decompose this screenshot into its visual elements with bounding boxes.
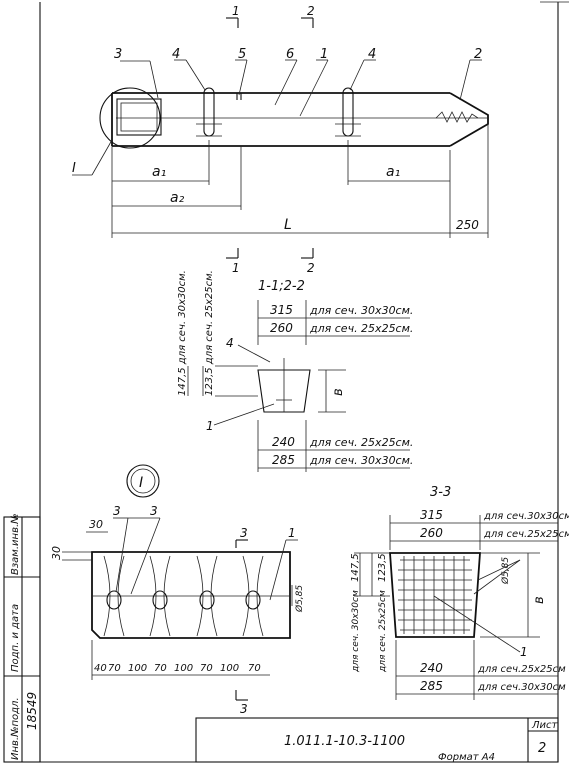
callout-2: 2 <box>474 47 482 62</box>
dim-260: 260 <box>420 526 443 540</box>
section-3-mark-bottom: 3 <box>240 702 248 716</box>
section-3-mark-top: 3 <box>240 526 248 540</box>
dim-285: 285 <box>272 453 295 467</box>
plan-labels: a₁ a₁ a₂ L 250 3 4 5 6 1 4 2 I 1 2 1 2 <box>72 4 482 275</box>
dim-240-note: для сеч.25х25см <box>477 664 566 675</box>
vert-note-25: для сеч. 25х25см <box>378 590 388 673</box>
sheet-frame <box>39 1 569 763</box>
section-3-3 <box>354 515 558 700</box>
dim-285-note: для сеч. 30х30см. <box>309 454 413 467</box>
format-label: Формат А4 <box>438 752 495 763</box>
detail-I-title: I <box>139 475 143 491</box>
stamp-label-signature: Подп. и дата <box>10 604 21 672</box>
vert-147: 147,5 <box>350 553 361 582</box>
stamp-label-inventory: Инв.№подл. <box>10 697 21 760</box>
section-mark-2-bottom: 2 <box>307 261 315 275</box>
detail-I-labels: I 30 30 3 3 1 Ø5,85 40 70 100 70 100 70 … <box>50 475 305 716</box>
callout-1: 1 <box>520 645 528 659</box>
callout-4b: 4 <box>368 47 376 62</box>
section-mark-2-top: 2 <box>307 4 315 18</box>
pile-plan-view <box>72 17 489 259</box>
vert-123: 123,5 для сеч. 25х25см. <box>204 270 215 396</box>
drawing-designation: 1.011.1-10.3-1100 <box>284 734 405 749</box>
section-mark-1-top: 1 <box>232 4 240 18</box>
sheet-label: Лист <box>531 720 559 731</box>
callout-1: 1 <box>288 526 296 540</box>
dim-260-note: для сеч.25х25см <box>483 529 569 540</box>
spacing-4: 100 <box>174 663 193 674</box>
section-1-2-title: 1-1;2-2 <box>258 279 305 294</box>
dim-315: 315 <box>420 508 443 522</box>
dim-240: 240 <box>272 435 295 449</box>
height-label: в <box>331 388 346 396</box>
spacing-0: 40 <box>94 663 107 674</box>
dim-285: 285 <box>420 679 443 693</box>
callout-1: 1 <box>206 419 214 433</box>
dim-260-note: для сеч. 25х25см. <box>309 322 413 335</box>
dim-240: 240 <box>420 661 443 675</box>
height-label: в <box>532 596 547 604</box>
callout-3a: 3 <box>113 504 121 518</box>
spacing-3: 70 <box>154 663 167 674</box>
dim-length: L <box>284 217 292 233</box>
callout-6: 6 <box>286 47 294 62</box>
spacing-2: 100 <box>128 663 147 674</box>
spacing-5: 70 <box>200 663 213 674</box>
sheet-number: 2 <box>538 741 546 756</box>
dim-a1-left: a₁ <box>152 164 166 180</box>
vert-123: 123,5 <box>377 553 388 582</box>
stamp-label-replaced: Взам.инв.№ <box>10 513 21 575</box>
section-3-3-title: 3-3 <box>430 485 451 500</box>
dim-a2: a₂ <box>170 190 185 206</box>
callout-4: 4 <box>226 336 234 350</box>
spacing-6: 100 <box>220 663 239 674</box>
dim-30-v: 30 <box>50 546 63 560</box>
dim-tip-length: 250 <box>456 218 479 232</box>
dim-a1-right: a₁ <box>386 164 400 180</box>
vert-note-30: для сеч. 30х30см <box>351 590 361 673</box>
callout-detail-I: I <box>72 161 76 176</box>
callout-3: 3 <box>114 47 122 62</box>
vert-147: 147,5 для сеч. 30х30см. <box>177 270 188 396</box>
dim-315: 315 <box>270 303 293 317</box>
dim-260: 260 <box>270 321 293 335</box>
dim-585: Ø5,85 <box>294 585 305 613</box>
section-3-3-labels: 3-3 315 для сеч.30х30см 260 для сеч.25х2… <box>350 485 569 693</box>
inventory-number: 18549 <box>25 692 39 730</box>
dim-285-note: для сеч.30х30см <box>477 682 566 693</box>
section-1-2-labels: 1-1;2-2 315 для сеч. 30х30см. 260 для се… <box>177 270 413 467</box>
callout-1: 1 <box>320 47 328 62</box>
dim-315-note: для сеч. 30х30см. <box>309 304 413 317</box>
dim-315-note: для сеч.30х30см <box>483 511 569 522</box>
section-1-2 <box>187 300 410 472</box>
spacing-1: 70 <box>108 663 121 674</box>
callout-5: 5 <box>238 47 246 62</box>
callout-3b: 3 <box>150 504 158 518</box>
spacing-7: 70 <box>248 663 261 674</box>
side-stamp: Взам.инв.№ Подп. и дата Инв.№подл. 18549 <box>3 513 41 763</box>
callout-4a: 4 <box>172 47 180 62</box>
detail-I <box>62 464 298 701</box>
dim-240-note: для сеч. 25х25см. <box>309 436 413 449</box>
title-block: 1.011.1-10.3-1100 Лист 2 <box>195 717 559 763</box>
section-mark-1-bottom: 1 <box>232 261 240 275</box>
dim-30-h: 30 <box>89 518 103 531</box>
dim-585: Ø5,85 <box>500 557 511 585</box>
